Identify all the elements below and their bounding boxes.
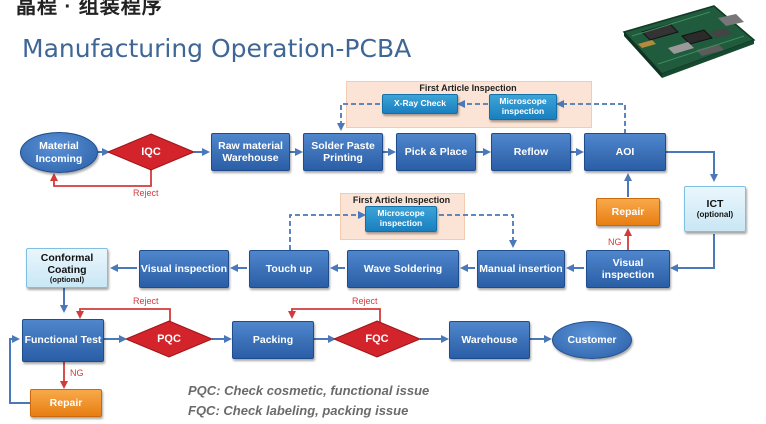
warehouse-box: Warehouse (449, 321, 530, 359)
fqc-label: FQC (365, 333, 389, 345)
functional-test-box: Functional Test (22, 319, 104, 362)
pqc-reject-label: Reject (133, 296, 159, 306)
repair-box-bottom: Repair (30, 389, 102, 417)
microscope-inspection-top-box: Microscope inspection (489, 94, 557, 120)
conformal-optional-label: (optional) (49, 274, 85, 284)
page-title: Manufacturing Operation-PCBA (22, 34, 412, 63)
conformal-coating-label: Conformal Coating (40, 251, 94, 276)
wave-soldering-box: Wave Soldering (347, 250, 459, 288)
ng-label-bottom: NG (70, 368, 84, 378)
ict-label: ICT (706, 198, 724, 211)
fqc-note: FQC: Check labeling, packing issue (188, 403, 409, 418)
microscope-inspection-mid-box: Microscope inspection (365, 206, 437, 232)
ict-optional-label: (optional) (696, 210, 734, 220)
reflow-box: Reflow (491, 133, 571, 171)
fqc-diamond (332, 320, 422, 358)
pick-and-place-box: Pick & Place (396, 133, 476, 171)
solder-paste-printing-box: Solder Paste Printing (303, 133, 383, 171)
xray-check-box: X-Ray Check (382, 94, 458, 114)
material-incoming-node: Material Incoming (20, 132, 98, 173)
aoi-box: AOI (584, 133, 666, 171)
fai-top-title: First Article Inspection (419, 83, 517, 93)
ng-label-right: NG (608, 237, 622, 247)
iqc-reject-label: Reject (133, 188, 159, 198)
fai-mid-title: First Article Inspection (352, 195, 451, 205)
manual-insertion-box: Manual insertion (477, 250, 565, 288)
raw-material-warehouse-box: Raw material Warehouse (211, 133, 290, 171)
pqc-label: PQC (157, 333, 181, 345)
pqc-note: PQC: Check cosmetic, functional issue (188, 383, 430, 398)
iqc-diamond (106, 133, 196, 171)
visual-inspection-right-box: Visual inspection (586, 250, 670, 288)
visual-inspection-left-box: Visual inspection (139, 250, 229, 288)
pqc-diamond (124, 320, 214, 358)
iqc-label: IQC (141, 146, 161, 158)
fqc-reject-label: Reject (352, 296, 378, 306)
touch-up-box: Touch up (249, 250, 329, 288)
repair-box-right: Repair (596, 198, 660, 226)
packing-box: Packing (232, 321, 314, 359)
conformal-coating-box: Conformal Coating (optional) (26, 248, 108, 288)
ict-box: ICT (optional) (684, 186, 746, 232)
header-partial-text: 晶程 · 组装程序 (16, 0, 163, 18)
customer-node: Customer (552, 321, 632, 359)
pcb-board-image (622, 5, 756, 78)
